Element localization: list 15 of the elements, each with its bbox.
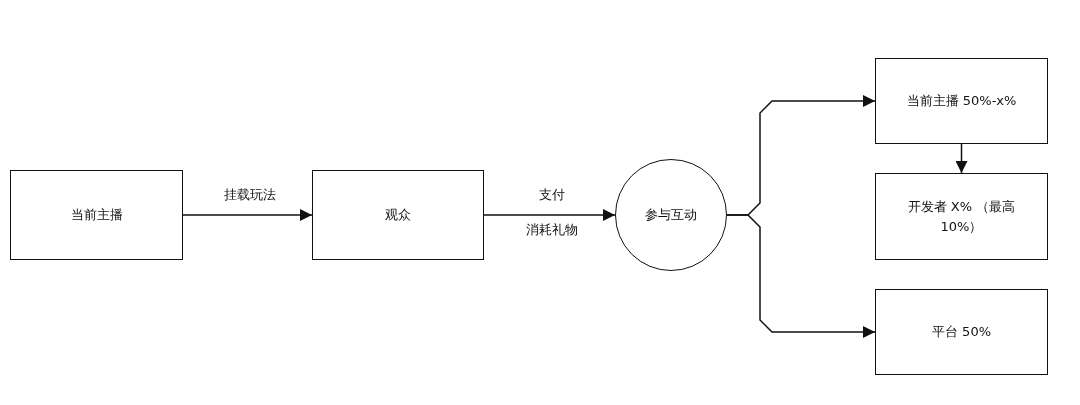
node-text: 当前主播 bbox=[69, 206, 124, 225]
arrow bbox=[483, 209, 616, 221]
node-text: 当前主播 50%-x% bbox=[905, 92, 1018, 111]
process-box bbox=[875, 173, 1048, 260]
arrow bbox=[726, 214, 876, 338]
node-text: 参与互动 bbox=[644, 206, 698, 225]
arrow bbox=[182, 209, 313, 221]
process-box bbox=[875, 289, 1048, 375]
node-text: 平台 50% bbox=[931, 323, 992, 342]
process-box bbox=[875, 58, 1048, 144]
process-box bbox=[10, 170, 183, 260]
arrow bbox=[955, 143, 968, 174]
process-box bbox=[312, 170, 484, 260]
node-text: 观众 bbox=[384, 206, 412, 225]
node-text: 开发者 X% （最高10%） bbox=[906, 198, 1017, 236]
